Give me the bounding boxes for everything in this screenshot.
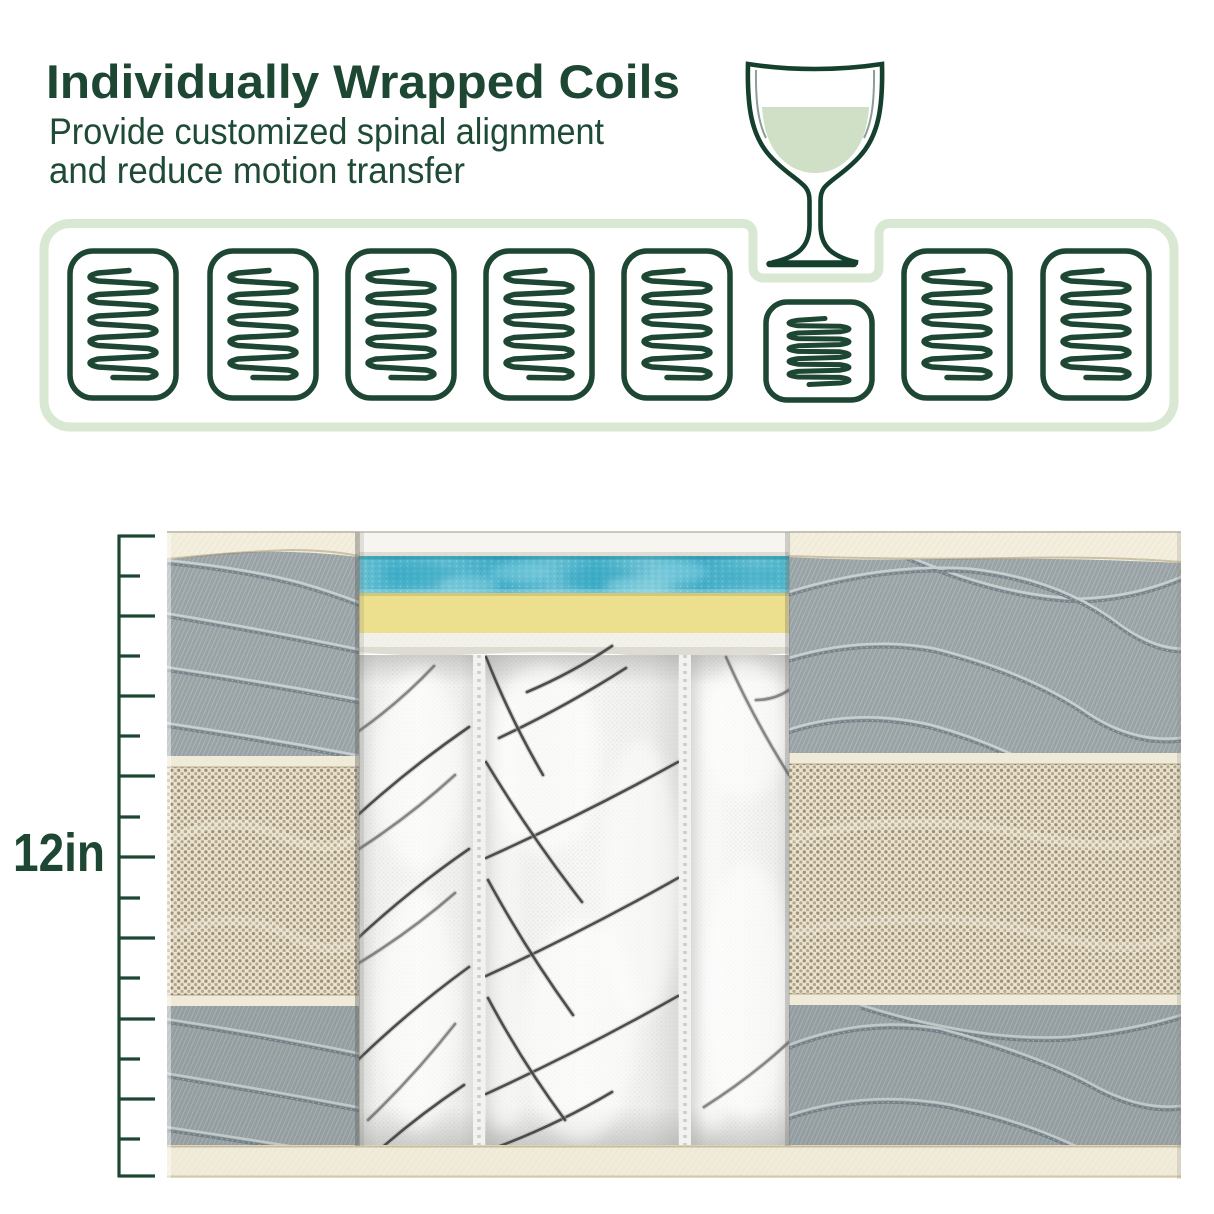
svg-text:12in: 12in [13, 823, 105, 883]
svg-text:Provide customized spinal alig: Provide customized spinal alignment [49, 111, 605, 152]
svg-text:Individually Wrapped Coils: Individually Wrapped Coils [46, 55, 680, 108]
svg-text:and reduce motion transfer: and reduce motion transfer [49, 150, 465, 191]
